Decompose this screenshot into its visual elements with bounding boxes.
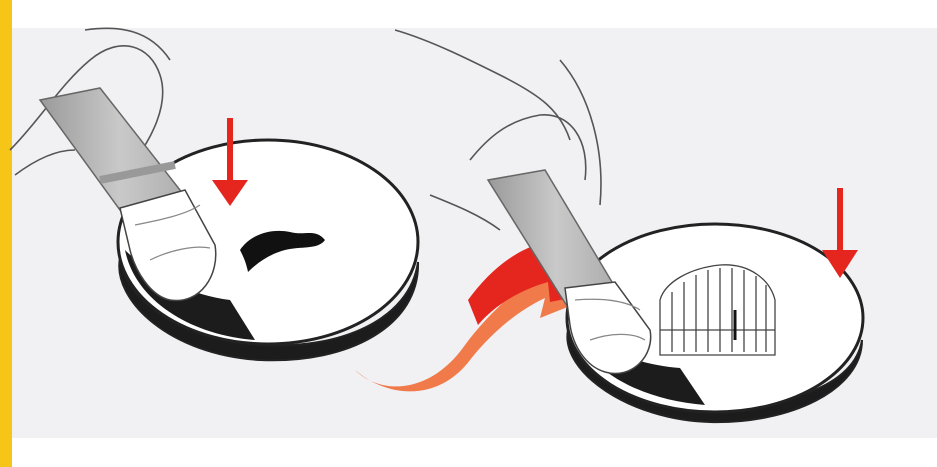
hand-2 [395,30,601,230]
step-1-press-icon [10,28,418,360]
